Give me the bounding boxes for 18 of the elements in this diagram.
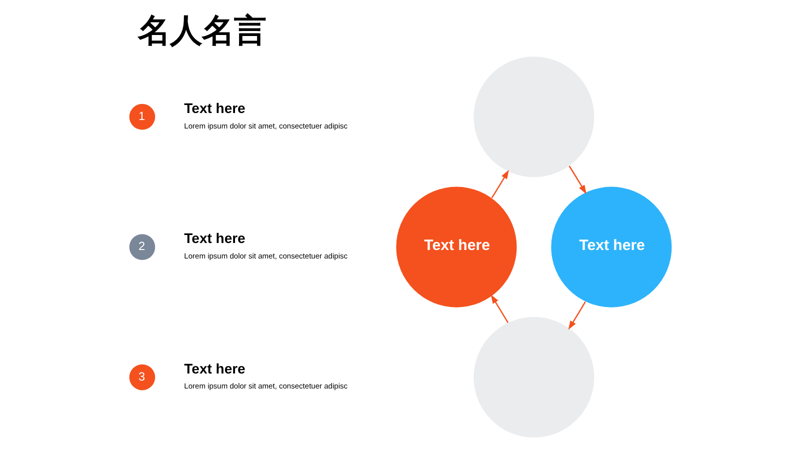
arrow [568,166,586,194]
node-circle: 2 [128,234,155,260]
node-circle: 1 [128,104,155,130]
node-label: Text here [184,100,245,116]
arrow [490,170,508,198]
node-circle: Text here [396,186,516,308]
arrow [490,294,508,324]
node-circle: 3 [128,364,155,390]
arrow [568,301,586,330]
node-label: Lorem ipsum dolor sit amet, consectetuer adipisc [184,382,348,391]
node-circle [473,56,594,178]
node-circle: Text here [550,186,672,308]
node-label: Text here [184,360,245,376]
node-label: Lorem ipsum dolor sit amet, consectetuer adipisc [184,251,348,260]
node-label: Text here [184,230,245,246]
node-label: Lorem ipsum dolor sit amet, consectetuer adipisc [184,121,348,130]
diagram-title: 名人名言 [137,12,266,49]
node-circle [473,317,594,438]
